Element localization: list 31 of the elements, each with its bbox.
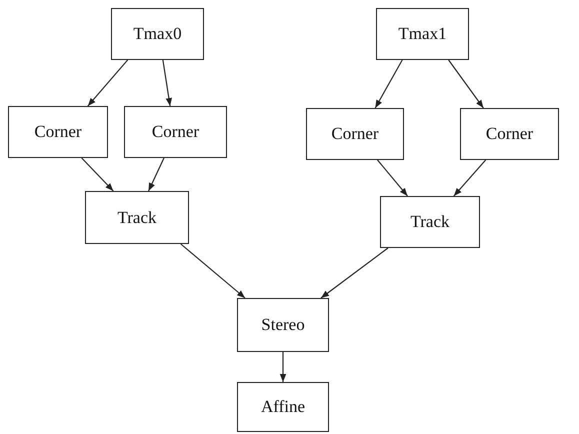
box-label: Track bbox=[117, 208, 157, 228]
box-label: Tmax0 bbox=[133, 24, 182, 44]
arrow bbox=[448, 60, 484, 108]
process-box bbox=[111, 8, 204, 60]
box-label: Stereo bbox=[261, 315, 305, 335]
box-label: Affine bbox=[260, 397, 306, 417]
box-label: Tmax1 bbox=[398, 24, 447, 44]
box-label: Corner bbox=[152, 122, 200, 142]
arrow bbox=[87, 60, 128, 106]
arrow bbox=[320, 248, 388, 298]
process-box bbox=[237, 382, 329, 432]
process-box bbox=[8, 106, 108, 158]
box-label: Corner bbox=[486, 124, 534, 144]
box-label: Corner bbox=[34, 122, 82, 142]
arrow bbox=[280, 352, 286, 382]
arrow bbox=[162, 60, 172, 106]
process-box bbox=[460, 108, 559, 160]
box-label: Track bbox=[410, 212, 450, 232]
arrow bbox=[377, 160, 408, 196]
arrow bbox=[374, 60, 403, 108]
arrow bbox=[81, 158, 114, 192]
process-box bbox=[306, 108, 404, 160]
process-box bbox=[124, 106, 227, 158]
arrow bbox=[453, 160, 486, 196]
arrow bbox=[148, 158, 164, 192]
process-box bbox=[237, 298, 329, 352]
process-box bbox=[380, 196, 480, 248]
arrow bbox=[180, 244, 246, 298]
box-label: Corner bbox=[331, 124, 379, 144]
process-box bbox=[85, 191, 189, 244]
process-box bbox=[376, 8, 469, 60]
